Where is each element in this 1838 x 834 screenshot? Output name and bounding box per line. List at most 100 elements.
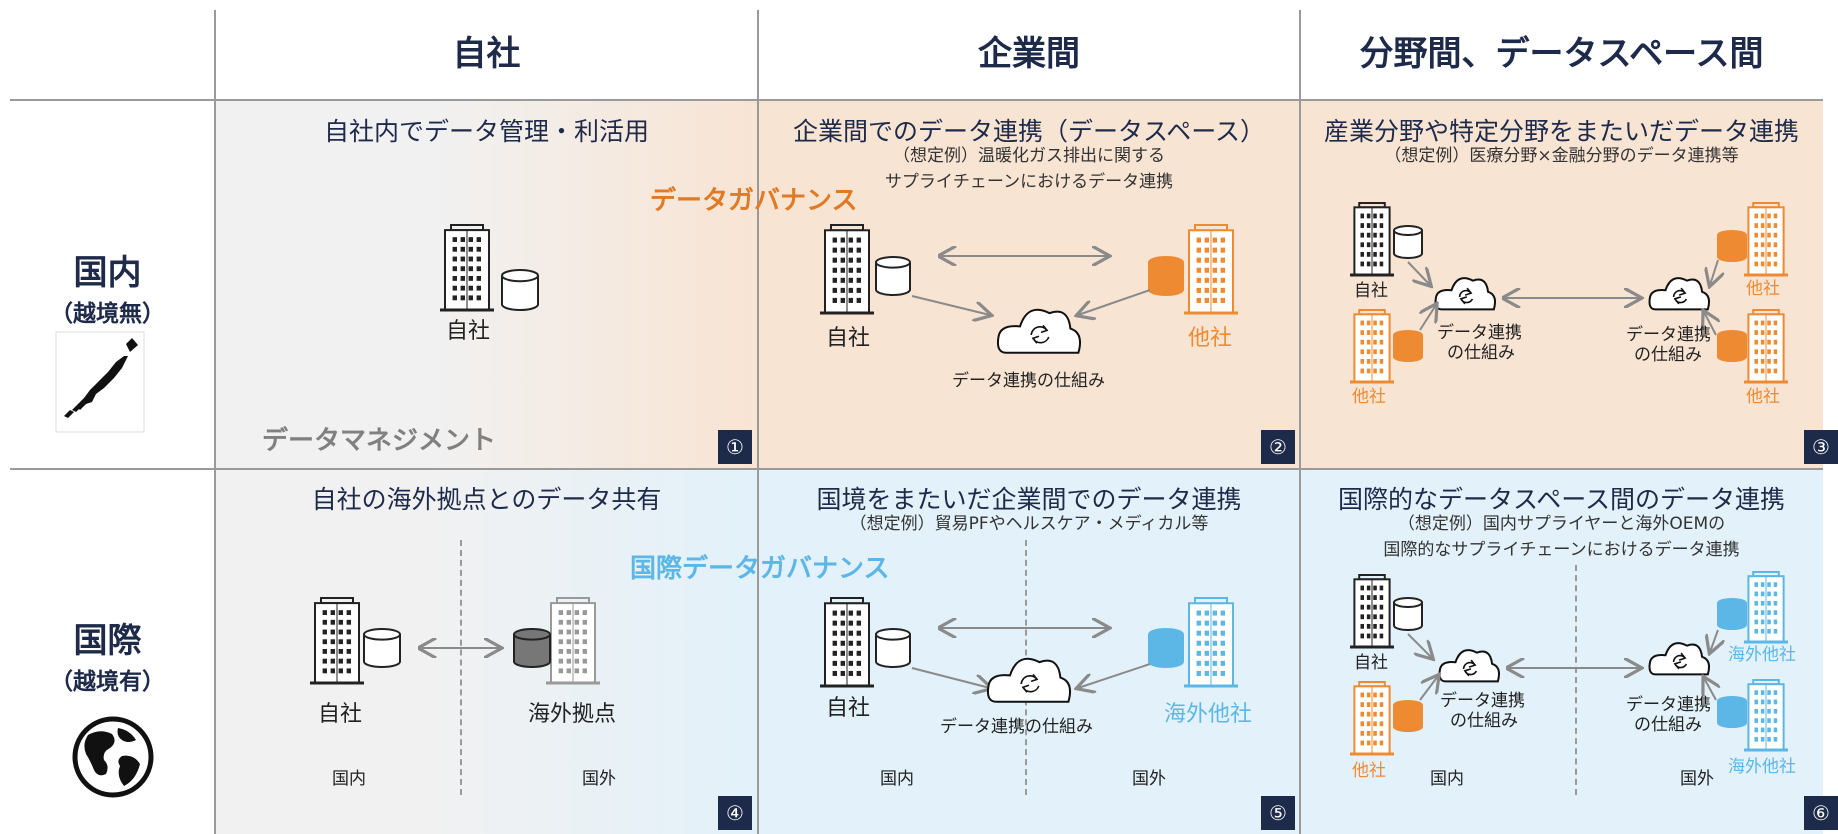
cell-5-subtitle-1: （想定例）貿易PFやヘルスケア・メディカル等: [849, 514, 1209, 534]
cell-2-subtitle-1: （想定例）温暖化ガス排出に関する: [893, 146, 1165, 166]
cell-4-overseas-base-building-icon: [546, 597, 600, 685]
cell-2-self-building-icon: [820, 224, 874, 315]
cell-5-self-building-icon: [820, 597, 874, 688]
cell-3-number-badge: ③: [1804, 430, 1838, 464]
border-divider: [1575, 565, 1577, 795]
cell-6-arrow: [1710, 629, 1718, 652]
cell-3-other-building-bl-icon: [1350, 309, 1394, 384]
row-header-domestic-sub: （越境無）: [50, 301, 165, 327]
cell-4-number-badge: ④: [718, 796, 752, 830]
cell-6-overseas-other-database-br-icon: [1717, 696, 1747, 728]
cell-3-mechanism-label-left-1: データ連携: [1437, 323, 1522, 343]
cell-6-self-database-icon: [1393, 597, 1423, 631]
cell-6-mechanism-label-left-2: の仕組み: [1450, 711, 1518, 731]
cell-2-cloud-icon: [997, 308, 1081, 354]
cell-3-other-database-br-icon: [1717, 330, 1747, 362]
cell-5-overseas-other-database-icon: [1148, 628, 1184, 668]
cell-6-title: 国際的なデータスペース間のデータ連携: [1337, 485, 1785, 514]
cell-2-other-database-icon: [1148, 256, 1184, 296]
cell-4-self-building-icon: [310, 597, 364, 685]
cell-5-number-badge: ⑤: [1261, 796, 1295, 830]
governance-label-domestic: データガバナンス: [650, 186, 858, 216]
cell-5-overseas-label: 国外: [1132, 769, 1166, 789]
cell-4-self-database-icon: [363, 628, 401, 668]
cell-2-subtitle-2: サプライチェーンにおけるデータ連携: [884, 172, 1174, 192]
cell-3-mechanism-label-right-2: の仕組み: [1634, 345, 1702, 365]
cell-4-domestic-label: 国内: [332, 769, 366, 789]
cell-3-other-building-tr-icon: [1744, 202, 1788, 277]
cell-5-cloud-icon: [987, 657, 1071, 703]
cell-3-arrow: [1710, 259, 1718, 285]
column-header-inter-field: 分野間、データスペース間: [1359, 33, 1764, 74]
cell-4-self-label: 自社: [318, 702, 363, 727]
cell-5-self-to-cloud-arrow: [911, 667, 990, 688]
cell-5-title: 国境をまたいだ企業間でのデータ連携: [816, 485, 1242, 514]
cell-6-overseas-other-building-br-icon: [1744, 679, 1788, 752]
cell-2-other-building-icon: [1184, 224, 1238, 315]
cell-3-self-label: 自社: [1354, 281, 1388, 301]
cell-3-other-database-bl-icon: [1393, 330, 1423, 362]
row-header-international-sub: （越境有）: [50, 669, 165, 695]
cell-3-mechanism-label-left-2: の仕組み: [1447, 343, 1515, 363]
row-header-domestic-title: 国内: [73, 253, 142, 293]
cell-3-arrow: [1407, 261, 1430, 285]
cell-5-domestic-label: 国内: [880, 769, 914, 789]
cell-background-domestic-field: [1300, 100, 1823, 469]
grid-line: [214, 10, 216, 834]
row-header-domestic: 国内 （越境無）: [0, 245, 215, 328]
cell-3-self-building-icon: [1350, 202, 1394, 277]
cell-1-self-label: 自社: [446, 319, 491, 344]
cell-6-overseas-other-label-tr: 海外他社: [1728, 645, 1796, 665]
cell-4-overseas-base-label: 海外拠点: [528, 702, 617, 727]
cell-5-mechanism-label: データ連携の仕組み: [940, 717, 1093, 737]
cell-3-other-label-tr: 他社: [1746, 279, 1780, 299]
cell-6-arrow: [1704, 678, 1716, 701]
cell-3-title: 産業分野や特定分野をまたいだデータ連携: [1323, 117, 1799, 146]
cell-3-other-label-bl: 他社: [1352, 387, 1386, 407]
cell-6-subtitle-2: 国際的なサプライチェーンにおけるデータ連携: [1383, 540, 1740, 560]
cell-6-other-label: 他社: [1352, 761, 1386, 781]
cell-6-overseas-other-label-br: 海外他社: [1728, 757, 1796, 777]
cell-5-other-to-cloud-arrow: [1078, 663, 1151, 688]
cell-3-mechanism-label-right-1: データ連携: [1626, 325, 1711, 345]
cell-5-overseas-other-label: 海外他社: [1164, 702, 1253, 727]
grid-line: [10, 99, 1823, 101]
cell-3-arrow: [1420, 305, 1436, 331]
cell-6-number-badge: ⑥: [1804, 796, 1838, 830]
cell-6-other-database-icon: [1393, 700, 1423, 732]
management-label: データマネジメント: [262, 426, 497, 456]
cell-3-other-database-tr-icon: [1717, 230, 1747, 262]
cell-3-self-database-icon: [1393, 225, 1423, 259]
cell-1-number-badge: ①: [718, 430, 752, 464]
cell-2-title: 企業間でのデータ連携（データスペース）: [792, 117, 1265, 146]
cell-2-self-label: 自社: [826, 326, 871, 351]
cell-4-overseas-label: 国外: [582, 769, 616, 789]
cell-3-cloud-left-icon: [1434, 277, 1496, 311]
cell-6-overseas-other-database-tr-icon: [1717, 598, 1747, 630]
grid-line: [757, 10, 759, 834]
cell-2-other-to-cloud-arrow: [1078, 289, 1151, 315]
row-header-international-title: 国際: [73, 621, 142, 661]
cell-6-arrow: [1419, 676, 1438, 701]
cell-6-cloud-left-icon: [1438, 649, 1500, 683]
cell-5-overseas-other-building-icon: [1184, 597, 1238, 688]
cell-6-overseas-other-building-tr-icon: [1744, 571, 1788, 644]
cell-4-overseas-base-database-icon: [513, 628, 551, 668]
cell-2-mechanism-label: データ連携の仕組み: [952, 371, 1105, 391]
cell-6-domestic-label: 国内: [1430, 769, 1464, 789]
cell-6-self-label: 自社: [1354, 653, 1388, 673]
cell-6-mechanism-label-right-1: データ連携: [1626, 695, 1711, 715]
cell-6-other-building-icon: [1350, 681, 1394, 756]
cell-6-arrow: [1407, 633, 1432, 658]
grid-line: [10, 468, 1823, 470]
cell-3-arrow: [1704, 312, 1716, 336]
border-divider: [460, 540, 462, 795]
cell-1-self-building-icon: [440, 224, 494, 312]
cell-3-cloud-right-icon: [1648, 277, 1710, 311]
cell-4-title: 自社の海外拠点とのデータ共有: [311, 485, 662, 514]
cell-5-self-label: 自社: [826, 696, 871, 721]
cell-6-mechanism-label-left-1: データ連携: [1440, 691, 1525, 711]
